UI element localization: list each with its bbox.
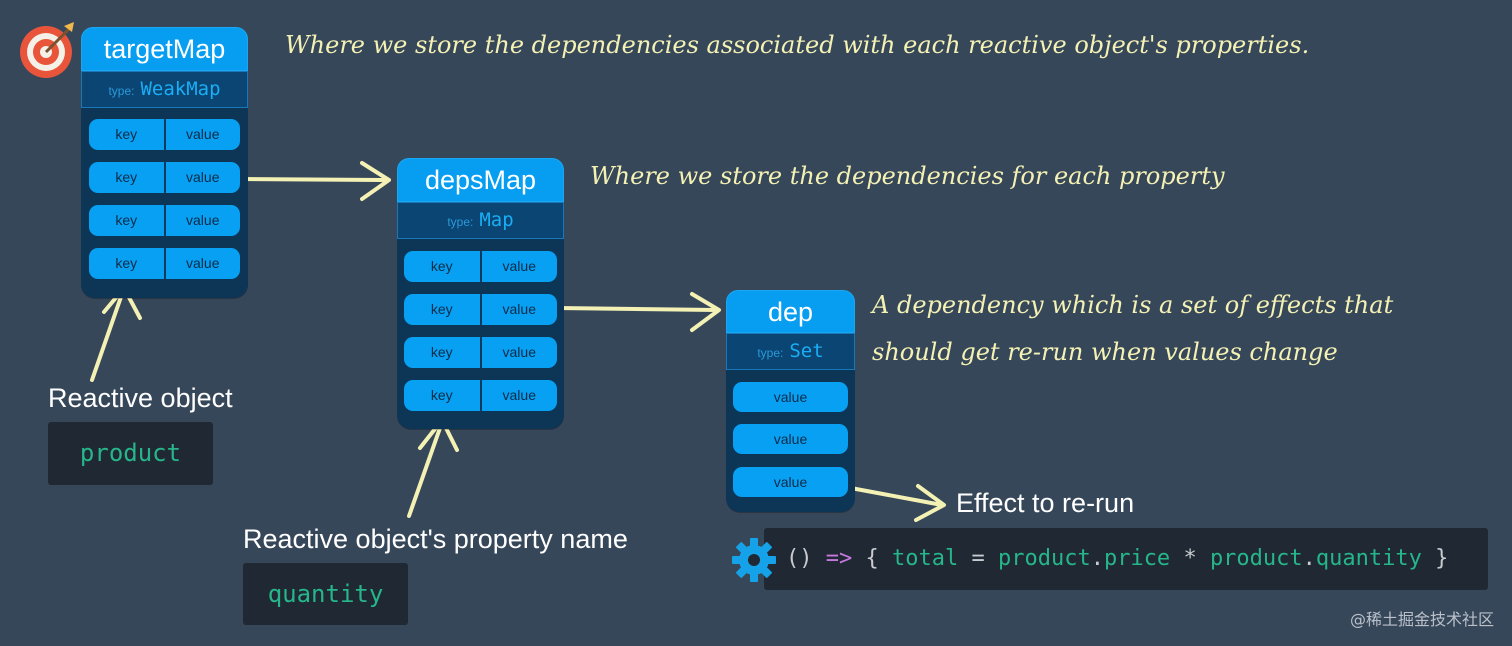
effect-code-total: total [892,546,959,571]
targetmap-row: key value [89,162,240,193]
effect-code-parens: () [786,546,813,571]
effect-code-bar: () => { total = product.price * product.… [764,528,1488,590]
effect-code-product: product [1209,546,1303,571]
depsmap-row-value: value [502,387,536,403]
targetmap-type-value: WeakMap [140,78,221,100]
targetmap-title: targetMap [81,27,248,71]
effect-code-rbrace: } [1435,546,1449,571]
depsmap-row-value: value [502,344,536,360]
arrow-property-name-up [407,418,459,518]
targetmap-box: targetMap type: WeakMap key value key val… [81,27,248,298]
effect-code-quantity: quantity [1315,546,1422,571]
targetmap-row-value: value [186,126,220,142]
targetmap-row-value: value [186,169,220,185]
dep-title: dep [726,290,855,333]
targetmap-row-key: key [89,162,166,193]
gear-icon [732,538,776,582]
dep-type-label: type: [757,346,784,360]
dep-type-value: Set [789,340,824,362]
arrow-depsmap-to-dep [555,292,721,332]
depsmap-row-key: key [404,251,482,282]
arrow-reactive-object-up [90,286,142,382]
targetmap-row-key: key [89,205,166,236]
targetmap-type: type: WeakMap [81,71,248,108]
effect-code-lbrace: { [865,546,879,571]
effect-code-multiply: * [1183,546,1197,571]
dep-note-line-2: should get re-run when values change [872,338,1338,366]
targetmap-row: key value [89,119,240,150]
dep-type: type: Set [726,333,855,370]
effect-code-price: price [1103,546,1171,571]
depsmap-row: key value [404,337,557,368]
targetmap-row-value: value [186,212,220,228]
dep-box: dep type: Set value value value [726,290,855,512]
reactive-object-code: product [48,422,213,485]
effect-code-dot: . [1090,546,1104,571]
effect-label: Effect to re-run [956,488,1135,518]
effect-code-dot: . [1302,546,1316,571]
targetmap-row-key: key [89,248,166,279]
dep-value: value [733,424,848,454]
targetmap-note: Where we store the dependencies associat… [285,31,1310,59]
dep-value: value [733,382,848,412]
reactive-object-label: Reactive object [48,383,233,413]
arrow-dep-to-effect [838,484,946,522]
depsmap-note: Where we store the dependencies for each… [590,162,1225,190]
depsmap-type-value: Map [479,209,514,231]
targetmap-type-label: type: [108,84,135,98]
watermark: @稀土掘金技术社区 [1349,610,1494,629]
dep-value: value [733,467,848,497]
depsmap-row-value: value [502,301,536,317]
depsmap-row-key: key [404,337,482,368]
dep-note-line-1: A dependency which is a set of effects t… [872,291,1394,319]
depsmap-row: key value [404,251,557,282]
depsmap-row-key: key [404,294,482,325]
arrow-targetmap-to-depsmap [238,161,391,201]
depsmap-box: depsMap type: Map key value key value key… [397,158,564,429]
property-name-code: quantity [243,563,408,625]
targetmap-row-key: key [89,119,166,150]
effect-code-arrow: => [825,546,853,571]
effect-code-product: product [997,546,1091,571]
targetmap-row: key value [89,205,240,236]
effect-code-equals: = [971,546,985,571]
targetmap-row-value: value [186,255,220,271]
target-icon [20,22,74,78]
depsmap-row-key: key [404,380,482,411]
depsmap-type-label: type: [447,215,474,229]
depsmap-row-value: value [502,258,536,274]
property-name-label: Reactive object's property name [243,524,628,554]
depsmap-title: depsMap [397,158,564,202]
depsmap-row: key value [404,380,557,411]
targetmap-row: key value [89,248,240,279]
depsmap-row: key value [404,294,557,325]
depsmap-type: type: Map [397,202,564,239]
